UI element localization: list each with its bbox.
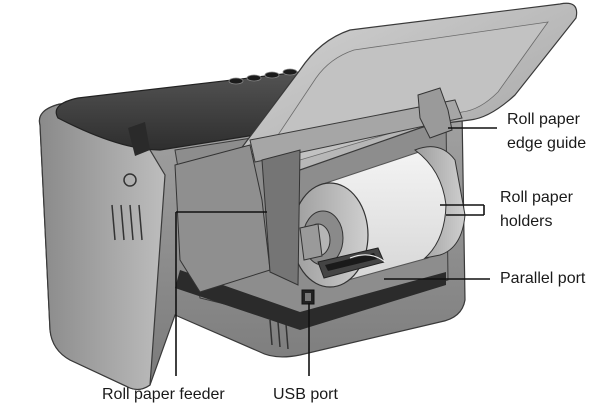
- callout-usb-port: USB port: [273, 386, 338, 403]
- callout-parallel-port: Parallel port: [500, 270, 586, 287]
- roll-paper: [291, 146, 466, 288]
- callout-holders-line1: Roll paper: [500, 189, 573, 206]
- paper-support: [239, 2, 578, 171]
- callout-holders-line2: holders: [500, 213, 553, 230]
- callout-roll-paper-feeder: Roll paper feeder: [102, 386, 225, 403]
- usb-port: [301, 289, 315, 305]
- parallel-port: [317, 247, 386, 279]
- callout-edge-guide-line2: edge guide: [507, 135, 587, 152]
- roll-paper-feeder: [174, 144, 301, 293]
- callout-lines: [175, 127, 497, 376]
- callout-edge-guide-line1: Roll paper: [507, 111, 580, 128]
- roll-paper-edge-guide: [417, 87, 453, 139]
